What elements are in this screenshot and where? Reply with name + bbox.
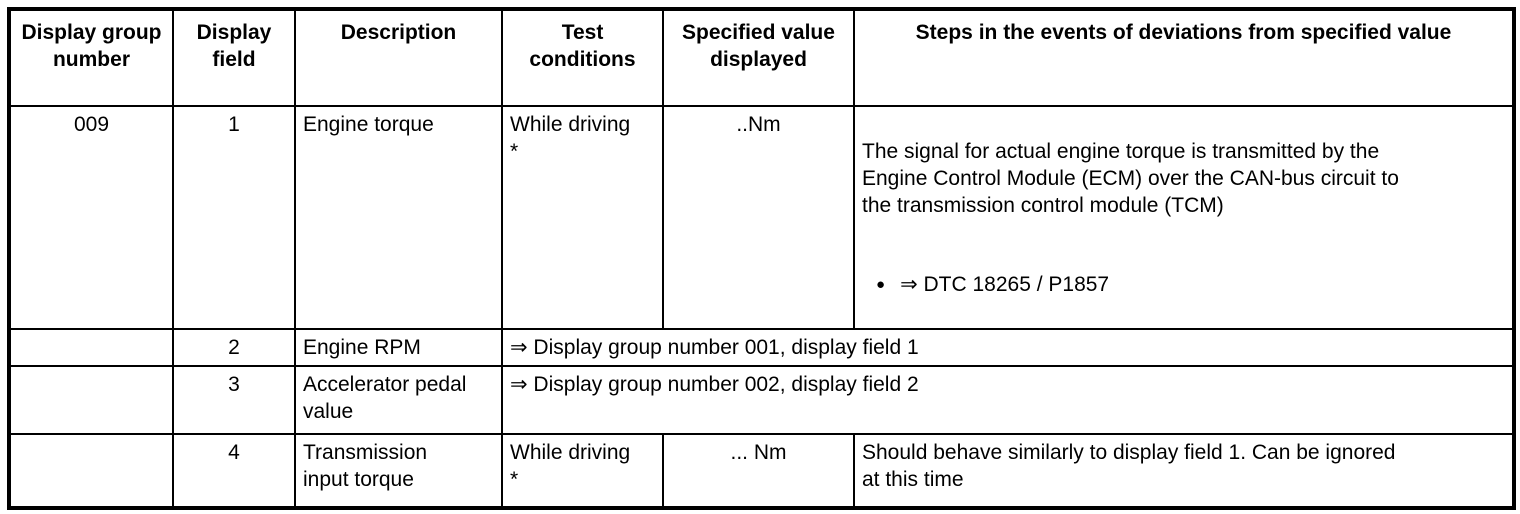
header-test-conditions: Test conditions [501, 8, 664, 107]
header-display-field: Display field [172, 8, 296, 107]
bullet-icon: ● [876, 276, 886, 293]
cell-description: Transmission input torque [294, 433, 503, 509]
header-specified-value: Specified value displayed [662, 8, 855, 107]
table-row-field-3: 3 Accelerator pedal value ⇒ Display grou… [8, 365, 1515, 435]
steps-paragraph: The signal for actual engine torque is t… [862, 140, 1399, 217]
cell-description: Engine torque [294, 105, 503, 330]
cell-display-field: 3 [172, 365, 296, 435]
diagnostic-display-group-table: Display group number Display field Descr… [7, 7, 1516, 510]
header-steps: Steps in the events of deviations from s… [853, 8, 1515, 107]
cell-test-conditions: While driving * [501, 105, 664, 330]
steps-bullet-line: ● ⇒ DTC 18265 / P1857 [862, 271, 1505, 298]
cell-test-conditions: While driving * [501, 433, 664, 509]
cell-display-field: 1 [172, 105, 296, 330]
table-row-field-4: 4 Transmission input torque While drivin… [8, 433, 1515, 509]
table-row-field-2: 2 Engine RPM ⇒ Display group number 001,… [8, 328, 1515, 367]
header-display-group-number: Display group number [8, 8, 174, 107]
cell-group-number [8, 433, 174, 509]
cell-display-field: 4 [172, 433, 296, 509]
cell-description: Accelerator pedal value [294, 365, 503, 435]
cell-group-number [8, 365, 174, 435]
cell-steps: Should behave similarly to display field… [853, 433, 1515, 509]
cell-reference: ⇒ Display group number 002, display fiel… [501, 365, 1515, 435]
table-row-field-1: 009 1 Engine torque While driving * ..Nm… [8, 105, 1515, 330]
cell-specified-value: ... Nm [662, 433, 855, 509]
cell-group-number [8, 328, 174, 367]
cell-display-field: 2 [172, 328, 296, 367]
cell-group-number: 009 [8, 105, 174, 330]
steps-bullet-text: ⇒ DTC 18265 / P1857 [900, 273, 1110, 296]
cell-specified-value: ..Nm [662, 105, 855, 330]
cell-reference: ⇒ Display group number 001, display fiel… [501, 328, 1515, 367]
header-row: Display group number Display field Descr… [8, 8, 1515, 107]
header-description: Description [294, 8, 503, 107]
cell-description: Engine RPM [294, 328, 503, 367]
cell-steps: The signal for actual engine torque is t… [853, 105, 1515, 330]
